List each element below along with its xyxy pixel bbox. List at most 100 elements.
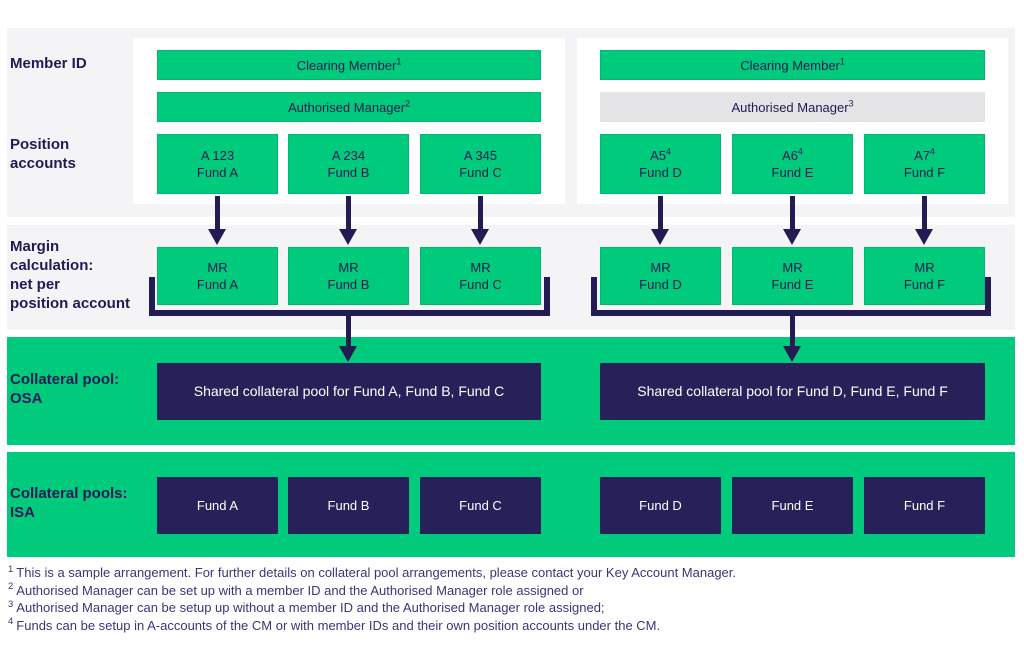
footnote-number: 1 [8, 563, 14, 575]
authorised-manager-box: Authorised Manager3 [600, 92, 985, 122]
authorised-manager-label: Authorised Manager3 [731, 98, 854, 115]
fund-name: Fund A [196, 277, 239, 292]
margin-requirement-box: MR Fund E [732, 247, 853, 305]
arrow-down-stem [215, 196, 220, 229]
arrow-down-head [783, 229, 801, 245]
fund-name: Fund F [903, 498, 946, 513]
fund-name: Fund D [639, 498, 682, 513]
row-label-line: calculation: [10, 257, 94, 274]
clearing-member-box: Clearing Member1 [600, 50, 985, 80]
position-account-box: A64 Fund E [732, 134, 853, 194]
fund-name: Fund E [771, 277, 814, 292]
margin-requirement-box: MR Fund C [420, 247, 541, 305]
isa-fund-box: Fund E [732, 477, 853, 534]
shared-pool-label: Shared collateral pool for Fund D, Fund … [637, 383, 948, 399]
position-account-box: A 345 Fund C [420, 134, 541, 194]
shared-pool-box: Shared collateral pool for Fund D, Fund … [600, 363, 985, 420]
fund-name: Fund D [639, 165, 682, 180]
fund-name: Fund F [903, 165, 946, 180]
row-label-line: accounts [10, 155, 76, 172]
footnote-ref: 1 [396, 56, 402, 67]
footnote-text: Funds can be setup in A-accounts of the … [16, 617, 661, 633]
row-label-margin-calculation: Margin calculation: net per position acc… [10, 237, 130, 313]
footnote-number: 2 [8, 581, 14, 593]
arrow-down-head [915, 229, 933, 245]
arrow-down-head [471, 229, 489, 245]
shared-pool-box: Shared collateral pool for Fund A, Fund … [157, 363, 541, 420]
row-label-line: Collateral pools: [10, 485, 128, 502]
margin-requirement-box: MR Fund F [864, 247, 985, 305]
bracket-arrow-head [339, 346, 357, 362]
arrow-down-stem [478, 196, 483, 229]
row-label-line: position account [10, 295, 130, 312]
net-margin-bracket [149, 277, 550, 316]
net-margin-bracket [591, 277, 991, 316]
clearing-member-label: Clearing Member1 [740, 56, 845, 73]
arrow-down-stem [658, 196, 663, 229]
account-id: A64 [782, 146, 803, 163]
fund-name: Fund B [327, 277, 370, 292]
fund-name: Fund A [196, 165, 239, 180]
footnote-text: Authorised Manager can be set up with a … [16, 582, 584, 598]
footnote-ref: 3 [848, 98, 854, 109]
footnote-ref: 2 [405, 98, 410, 109]
row-label-position-accounts: Position accounts [10, 135, 76, 173]
mr-label: MR [782, 260, 803, 275]
mr-label: MR [650, 260, 671, 275]
fund-name: Fund A [196, 498, 239, 513]
arrow-down-head [339, 229, 357, 245]
authorised-manager-label: Authorised Manager2 [288, 98, 410, 115]
position-account-box: A 234 Fund B [288, 134, 409, 194]
fund-name: Fund C [459, 498, 502, 513]
fund-name: Fund F [903, 277, 946, 292]
fund-name: Fund B [327, 498, 370, 513]
account-id: A 345 [463, 148, 498, 163]
row-label-line: OSA [10, 390, 43, 407]
account-id: A 234 [331, 148, 366, 163]
account-id: A 123 [200, 148, 235, 163]
clearing-member-box: Clearing Member1 [157, 50, 541, 80]
row-label-line: ISA [10, 504, 36, 521]
account-id: A74 [914, 146, 935, 163]
row-label-line: Position [10, 136, 70, 153]
mr-label: MR [338, 260, 359, 275]
fund-name: Fund C [459, 165, 502, 180]
arrow-down-stem [922, 196, 927, 229]
arrow-down-stem [346, 196, 351, 229]
arrow-down-head [651, 229, 669, 245]
position-account-box: A74 Fund F [864, 134, 985, 194]
row-label-line: Collateral pool: [10, 371, 120, 388]
shared-pool-label: Shared collateral pool for Fund A, Fund … [193, 383, 505, 399]
fund-name: Fund E [771, 165, 814, 180]
row-label-line: Margin [10, 238, 60, 255]
isa-fund-box: Fund C [420, 477, 541, 534]
position-account-box: A 123 Fund A [157, 134, 278, 194]
margin-requirement-box: MR Fund D [600, 247, 721, 305]
row-label-collateral-pool-osa: Collateral pool: OSA [10, 370, 119, 408]
margin-requirement-box: MR Fund A [157, 247, 278, 305]
footnote-text: Authorised Manager can be setup up witho… [16, 600, 605, 615]
fund-name: Fund B [327, 165, 370, 180]
mr-label: MR [470, 260, 491, 275]
mr-label: MR [914, 260, 935, 275]
isa-fund-box: Fund A [157, 477, 278, 534]
footnote-ref: 1 [839, 56, 845, 67]
clearing-member-label: Clearing Member1 [296, 56, 402, 73]
account-id: A54 [650, 146, 671, 163]
footnote-text: This is a sample arrangement. For furthe… [16, 565, 737, 580]
row-label-collateral-pools-isa: Collateral pools: ISA [10, 484, 128, 522]
footnote-number: 4 [8, 616, 14, 628]
fund-name: Fund E [771, 498, 814, 513]
mr-label: MR [207, 260, 228, 275]
isa-fund-box: Fund B [288, 477, 409, 534]
margin-requirement-box: MR Fund B [288, 247, 409, 305]
fund-name: Fund D [639, 277, 682, 292]
authorised-manager-box: Authorised Manager2 [157, 92, 541, 122]
isa-fund-box: Fund F [864, 477, 985, 534]
